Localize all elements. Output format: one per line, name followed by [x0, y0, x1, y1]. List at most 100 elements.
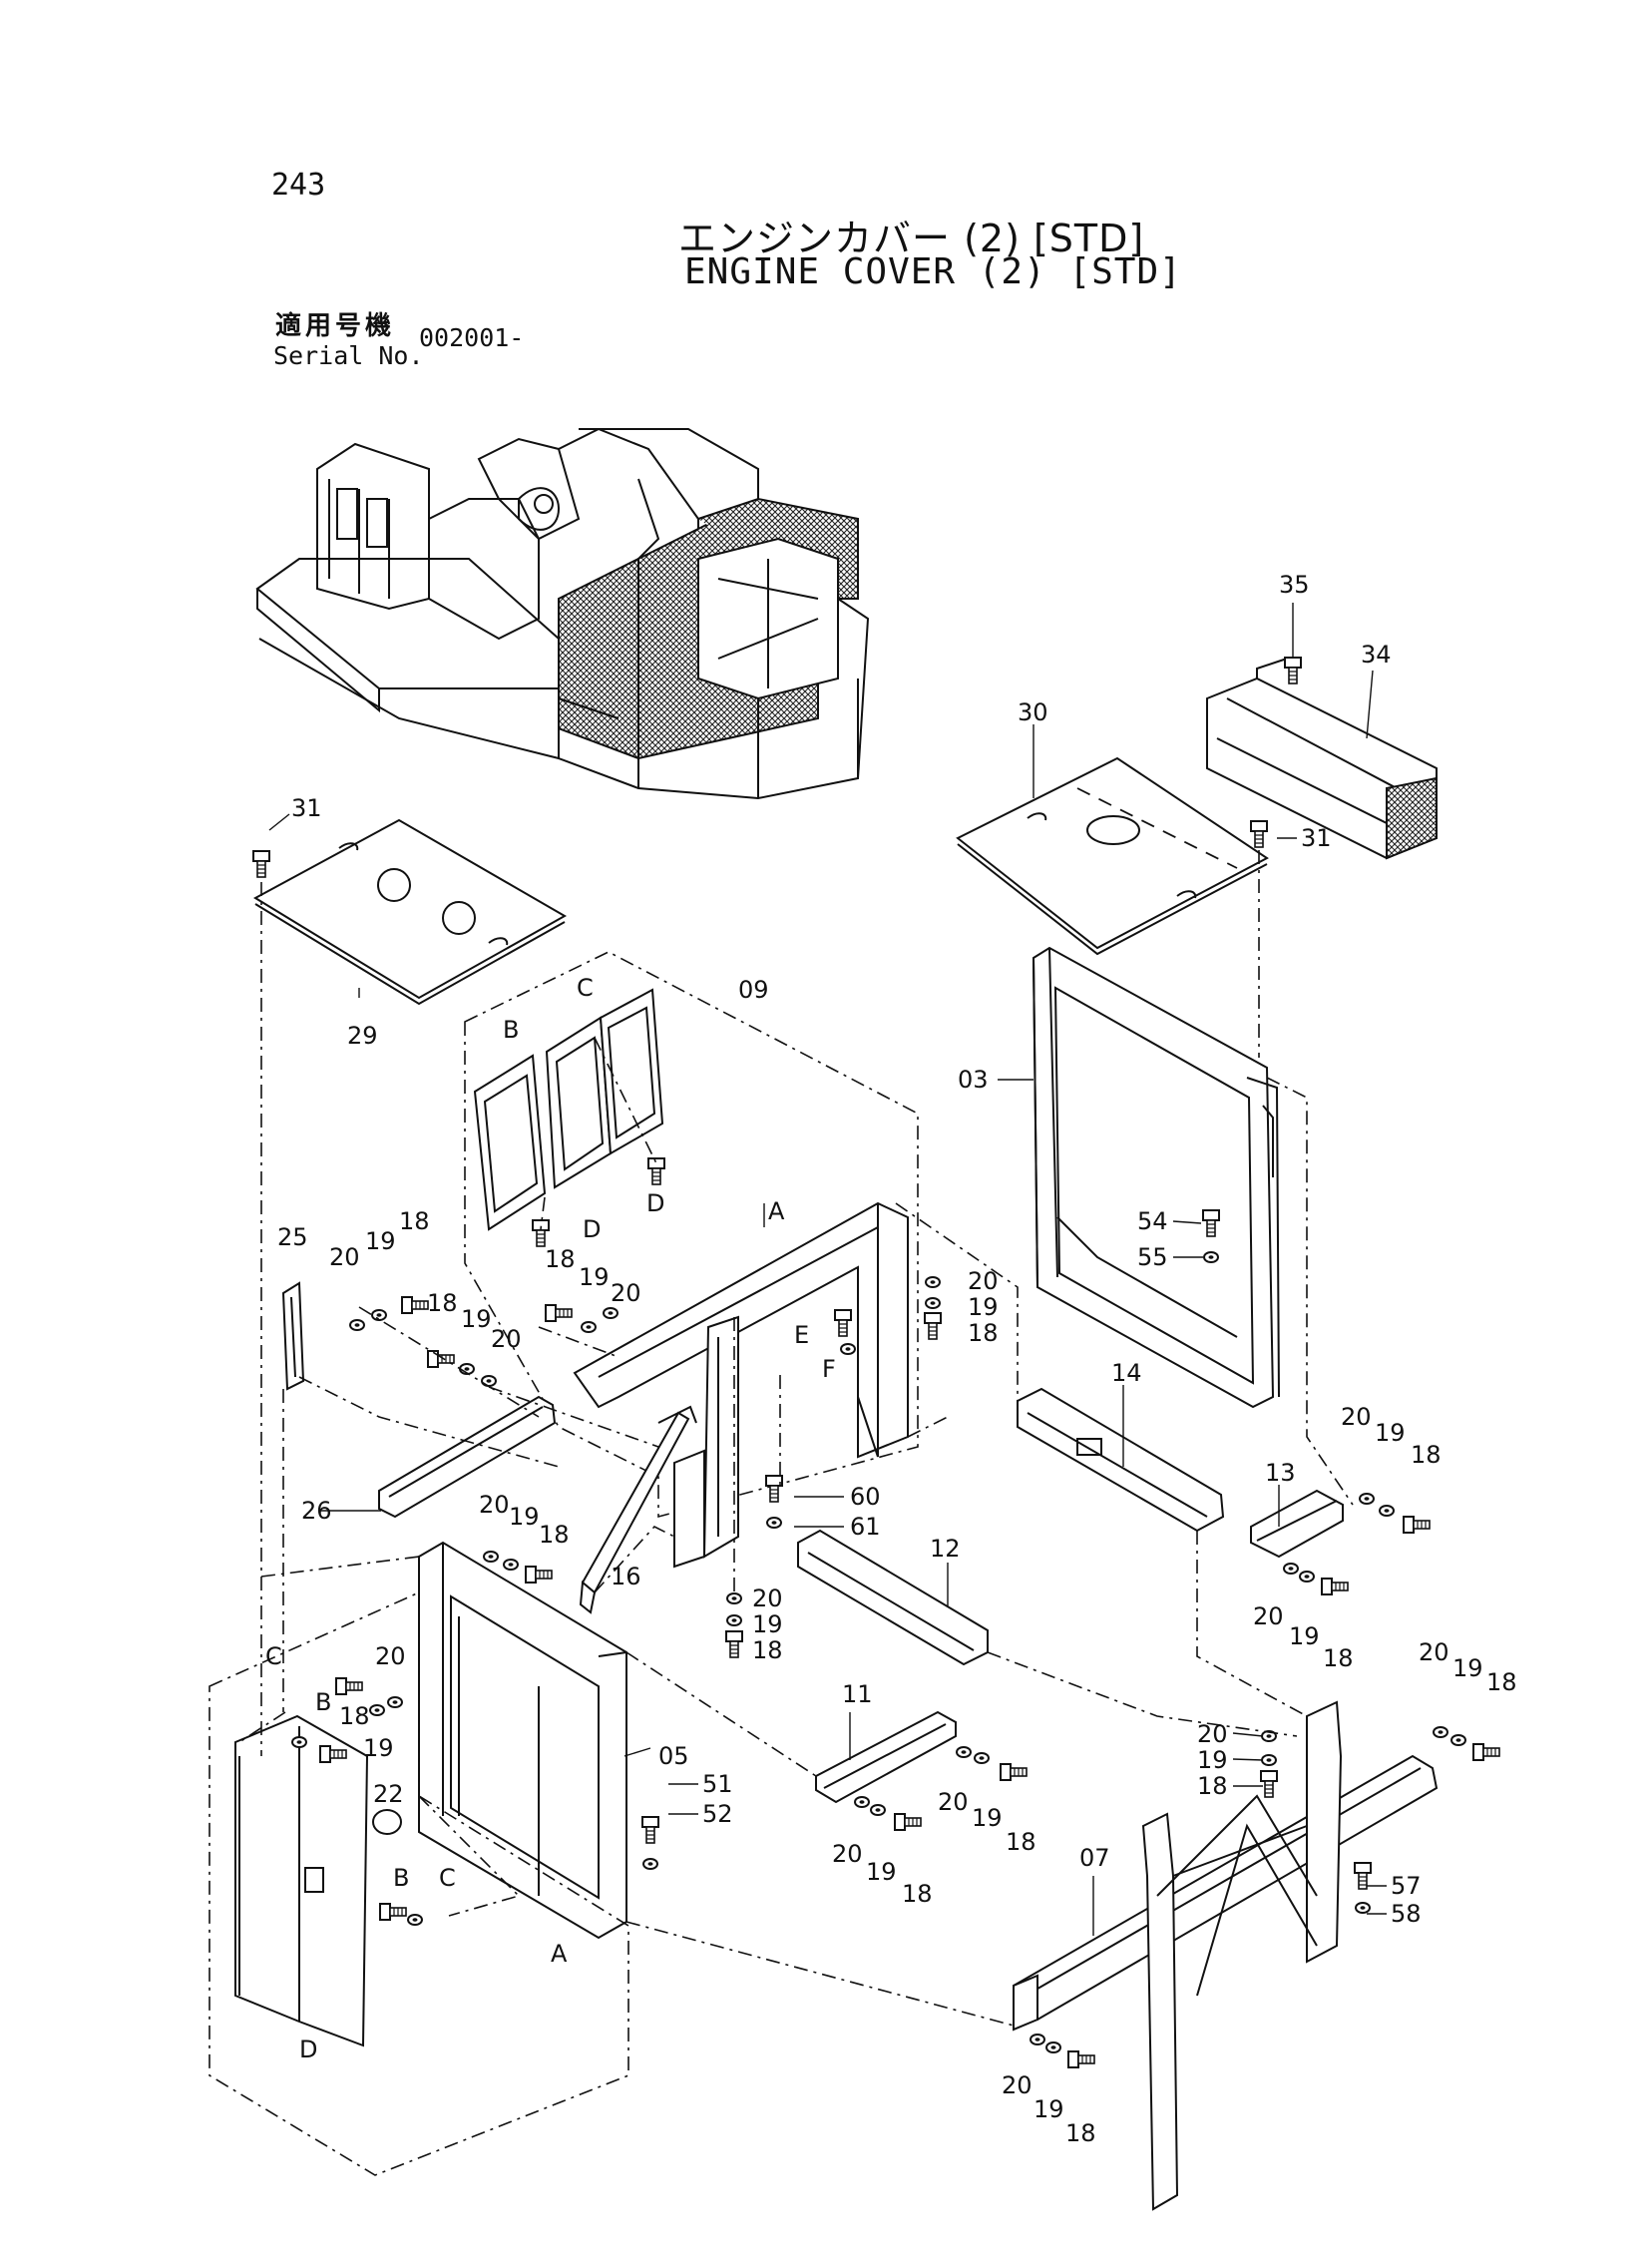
lower-washer-c: [291, 1736, 307, 1748]
lower-door-panel: [234, 1714, 369, 2047]
callout-14: 14: [1111, 1359, 1142, 1387]
lower-washer-c2: [407, 1914, 423, 1926]
callout-20-m: 20: [1197, 1720, 1228, 1748]
callout-19-c: 19: [579, 1263, 610, 1291]
callout-20-j: 20: [375, 1642, 406, 1670]
callout-a-upper: A: [768, 1197, 785, 1225]
washer-20-frame-05: [483, 1551, 499, 1563]
part-25-bracket: [281, 1281, 305, 1391]
callout-19-a: 19: [365, 1227, 396, 1255]
washer-19-frame-right: [925, 1297, 941, 1309]
callout-18-b: 18: [427, 1289, 458, 1317]
callout-55: 55: [1137, 1243, 1168, 1271]
title-japanese: エンジンカバー (2) [STD]: [678, 217, 1145, 260]
washer-20-bracket-13: [1359, 1493, 1375, 1505]
callout-30: 30: [1018, 698, 1048, 726]
callout-07: 07: [1079, 1844, 1110, 1872]
callout-51: 51: [702, 1770, 733, 1798]
callout-29: 29: [347, 1022, 378, 1050]
bolt-18-bracket-13: [1403, 1516, 1431, 1534]
part-16-stay: [579, 1405, 697, 1614]
callout-25: 25: [277, 1223, 308, 1251]
washer-19-bracket-13: [1379, 1505, 1395, 1517]
callout-labels: 35 34 30 31 31 29 09 B C D D 03 54 55 25…: [265, 571, 1517, 2147]
bolt-18-under-12: [725, 1630, 743, 1658]
washer-19-bracket-11-left: [870, 1804, 886, 1816]
bolt-18-frame-05: [525, 1566, 553, 1584]
callout-19-m: 19: [1197, 1746, 1228, 1774]
leader-lines: [268, 603, 1387, 1944]
callout-a-lower: A: [551, 1940, 568, 1968]
door-bolt-d-upper: [647, 1157, 665, 1185]
callout-18-base-right: 20: [1419, 1638, 1449, 1666]
bolt-18-frame-right: [924, 1312, 942, 1340]
callout-26: 26: [301, 1497, 332, 1525]
washer-19-left-a: [371, 1309, 387, 1321]
washer-20-left-b: [481, 1375, 497, 1387]
washer-20-base-right: [1433, 1726, 1448, 1738]
center-frame-a: [573, 1201, 909, 1569]
callout-20-f: 20: [1253, 1602, 1284, 1630]
washer-20-bracket-11-left: [854, 1796, 870, 1808]
lower-washer-20: [387, 1696, 403, 1708]
washer-19-bracket-11-right: [974, 1752, 990, 1764]
callout-19-l: 19: [866, 1858, 897, 1886]
machine-overview-illustration: [255, 427, 870, 800]
washer-19-center: [581, 1321, 597, 1333]
callout-f: F: [822, 1355, 836, 1383]
assembly-chain-lines: [238, 850, 1354, 2027]
part-61-washer: [766, 1517, 782, 1529]
callout-31-right: 31: [1301, 824, 1332, 852]
callout-12: 12: [930, 1535, 961, 1563]
bolt-18-base-top: [1260, 1770, 1278, 1798]
part-57-bolt: [1354, 1862, 1372, 1890]
callout-18-h: 18: [539, 1521, 570, 1549]
part-f-washer: [840, 1343, 856, 1355]
callout-54: 54: [1137, 1207, 1168, 1235]
callout-19-k: 19: [972, 1804, 1003, 1832]
callout-19-e: 19: [1375, 1419, 1406, 1447]
callout-16: 16: [611, 1563, 641, 1590]
callout-22: 22: [373, 1780, 404, 1808]
washer-20-base-bottom: [1030, 2034, 1045, 2045]
part-13-bracket: [1250, 1489, 1344, 1559]
callout-20-h: 20: [479, 1491, 510, 1519]
callout-b-lower: B: [315, 1688, 331, 1716]
callout-20-d: 20: [968, 1267, 999, 1295]
callout-19-b: 19: [461, 1305, 492, 1333]
callout-18-k: 18: [1006, 1828, 1036, 1856]
bolt-18-center: [545, 1304, 573, 1322]
callout-19-d: 19: [968, 1293, 999, 1321]
door-bolt-d-lower: [532, 1219, 550, 1247]
part-07-base-frame: [1012, 1700, 1439, 2211]
part-11-bracket: [815, 1710, 957, 1804]
callout-18-l: 18: [902, 1880, 933, 1908]
part-52-washer: [642, 1858, 658, 1870]
bolt-18-bracket-11-left: [894, 1813, 922, 1831]
callout-18-c: 18: [545, 1245, 576, 1273]
assembly-09-doors: [473, 988, 664, 1231]
part-29-plate: [252, 818, 568, 1006]
title-english: ENGINE COVER (2) [STD]: [684, 251, 1182, 292]
part-34-cover: [1206, 658, 1438, 860]
callout-20-l: 20: [832, 1840, 863, 1868]
bolt-18-base-right: [1472, 1743, 1500, 1761]
callout-d-upper: D: [646, 1189, 664, 1217]
callout-13: 13: [1265, 1459, 1296, 1487]
page-number: 243: [271, 168, 326, 203]
callout-05: 05: [658, 1742, 689, 1770]
callout-60: 60: [850, 1483, 881, 1511]
callout-52: 52: [702, 1800, 733, 1828]
lower-door-assembly-outline: [208, 1590, 629, 2176]
callout-18-n: 18: [1065, 2119, 1096, 2147]
part-e-bolt: [834, 1309, 852, 1337]
washer-19-base-top: [1261, 1754, 1277, 1766]
part-60-bolt: [765, 1475, 783, 1503]
washer-20-bracket-11-right: [956, 1746, 972, 1758]
callout-20-c: 20: [611, 1279, 641, 1307]
callout-18-m: 18: [1197, 1772, 1228, 1800]
callout-18-d: 18: [968, 1319, 999, 1347]
part-55-washer: [1203, 1251, 1219, 1263]
washer-19-base-bottom: [1045, 2041, 1061, 2053]
